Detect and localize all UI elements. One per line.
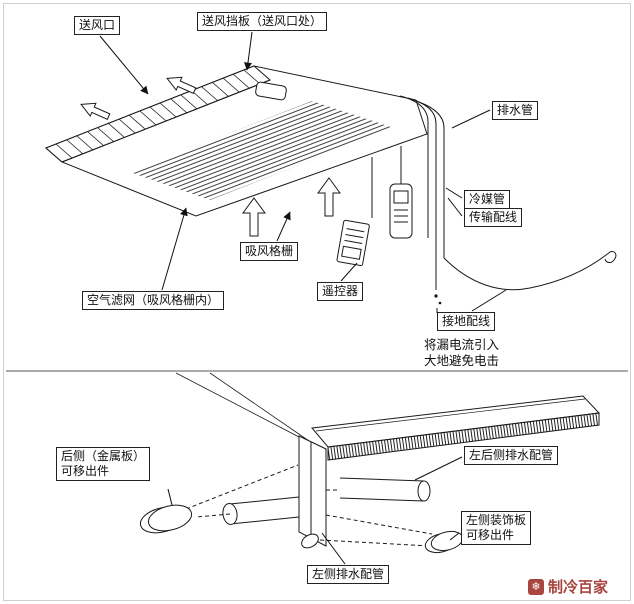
airflow-in-arrow [317, 177, 341, 217]
airflow-out-arrow [166, 76, 197, 94]
callout-lines-top [99, 31, 507, 312]
label-air-outlet: 送风口 [74, 16, 121, 35]
ground-note-line2: 大地避免电击 [424, 354, 500, 368]
label-rear-metal-panel: 后侧（金属板） 可移出件 [56, 447, 151, 481]
slab-front-band [327, 412, 600, 461]
left-drain-outlet [301, 533, 319, 549]
label-drain-pipe: 排水管 [492, 101, 539, 120]
label-transmission-wiring: 传输配线 [464, 208, 523, 227]
label-air-baffle: 送风挡板（送风口处） [197, 12, 328, 31]
ac-unit-drawing [45, 65, 617, 313]
label-refrigerant-pipe: 冷媒管 [464, 190, 511, 209]
top-vent-rect [255, 81, 287, 101]
ground-wire [443, 251, 617, 291]
louver-slats [55, 69, 261, 159]
label-rear-metal-panel-line2: 可移出件 [61, 464, 110, 478]
wired-controller-drawing [389, 183, 413, 239]
watermark: ❄ 制冷百家 [528, 576, 608, 597]
remote-controller-drawing [336, 219, 370, 267]
corner-post [298, 435, 327, 547]
label-ground-wiring: 接地配线 [437, 312, 496, 331]
ground-note-line1: 将漏电流引入 [424, 338, 500, 352]
water-drop [434, 294, 438, 298]
airflow-in-arrow [242, 197, 266, 237]
piping-drawing [139, 372, 601, 554]
water-drop [438, 301, 442, 305]
intake-grille-hatch [130, 101, 394, 200]
airflow-out-arrow [80, 102, 111, 120]
label-left-decorative-panel-line1: 左侧装饰板 [466, 513, 527, 527]
label-remote-controller: 遥控器 [317, 282, 364, 301]
label-left-drain-pipe: 左侧排水配管 [307, 565, 390, 584]
label-rear-metal-panel-line1: 后侧（金属板） [61, 449, 146, 463]
label-left-decorative-panel: 左侧装饰板 可移出件 [461, 511, 532, 545]
left-rear-drain-pipe-end [417, 480, 431, 502]
label-left-rear-drain-pipe: 左后侧排水配管 [464, 446, 559, 465]
label-left-decorative-panel-line2: 可移出件 [466, 528, 515, 542]
watermark-text: 制冷百家 [548, 579, 609, 596]
snowflake-logo-icon: ❄ [528, 578, 544, 595]
label-intake-grille: 吸风格栅 [240, 242, 299, 261]
label-air-filter: 空气滤网（吸风格栅内） [82, 291, 225, 310]
pipes-drawing [399, 95, 445, 313]
callout-lines-bottom [167, 456, 463, 565]
